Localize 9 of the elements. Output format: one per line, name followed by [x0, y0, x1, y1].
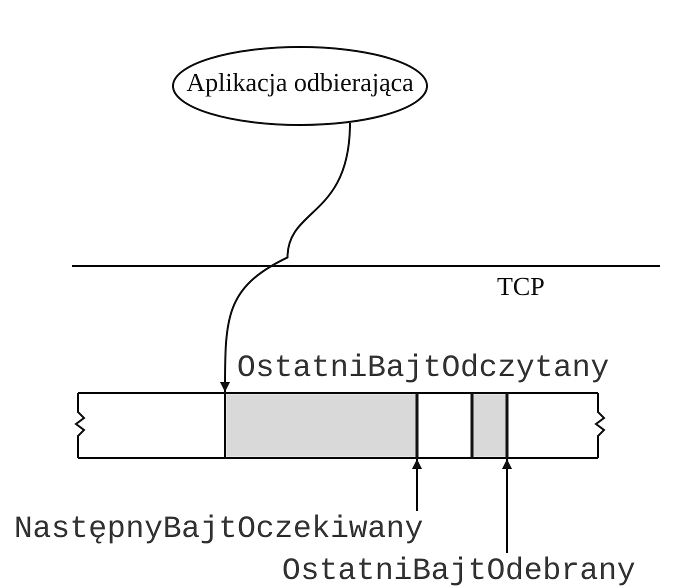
- arrow: [502, 459, 512, 553]
- pointer-label: OstatniBajtOdebrany: [282, 556, 636, 587]
- application-name: Aplikacja odbierająca: [185, 68, 415, 98]
- pointer-label: OstatniBajtOdczytany: [237, 353, 610, 384]
- pointer-label: NastępnyBajtOczekiwany: [14, 514, 424, 545]
- arrow: [412, 459, 422, 511]
- arrow: [220, 122, 351, 392]
- layer-label: TCP: [497, 272, 545, 302]
- buffer-strip: [72, 392, 606, 459]
